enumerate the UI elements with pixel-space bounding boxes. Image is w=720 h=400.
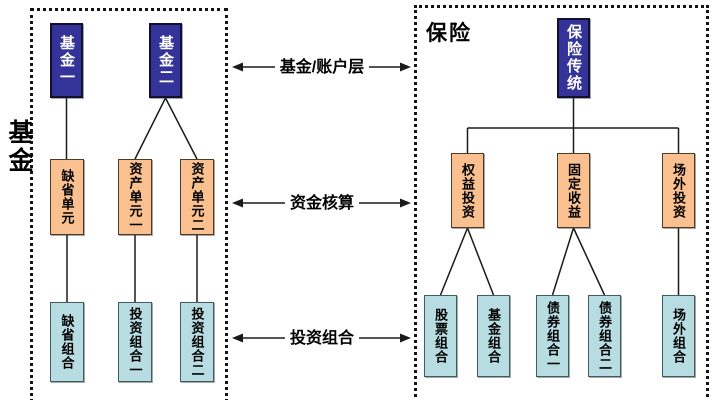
fund-panel-label: 基金	[5, 119, 33, 175]
node-otc-investment: 场外投资	[662, 153, 695, 228]
node-fixed-income: 固定收益	[557, 153, 590, 228]
node-equity-investment: 权益投资	[451, 153, 484, 228]
node-otc-portfolio: 场外组合	[662, 295, 695, 377]
node-insurance-traditional: 保险传统	[557, 18, 590, 98]
node-default-unit: 缺省单元	[50, 159, 84, 235]
node-fund-2: 基金二	[149, 23, 182, 98]
node-default-portfolio: 缺省组合	[50, 302, 84, 382]
layer-label-text: 基金/账户层	[274, 58, 370, 77]
node-bond-portfolio-2: 债券组合二	[588, 295, 621, 377]
node-asset-unit-1: 资产单元一	[118, 159, 152, 235]
layer-label-capital-accounting: 资金核算	[236, 194, 408, 213]
node-fund-1: 基金一	[50, 23, 83, 98]
fund-panel-border	[30, 8, 228, 400]
node-stock-portfolio: 股票组合	[424, 295, 457, 377]
node-fund-portfolio: 基金组合	[477, 295, 510, 377]
node-asset-unit-2: 资产单元二	[180, 159, 214, 235]
insurance-panel-label: 保险	[426, 22, 472, 45]
layer-label-investment-portfolio: 投资组合	[236, 329, 408, 348]
node-investment-portfolio-2: 投资组合二	[180, 302, 214, 382]
insurance-panel-border	[414, 5, 709, 400]
layer-label-text: 资金核算	[284, 194, 359, 213]
layer-label-fund-account: 基金/账户层	[236, 58, 408, 77]
node-bond-portfolio-1: 债券组合一	[536, 295, 569, 377]
layer-label-text: 投资组合	[284, 329, 359, 348]
node-investment-portfolio-1: 投资组合一	[118, 302, 152, 382]
